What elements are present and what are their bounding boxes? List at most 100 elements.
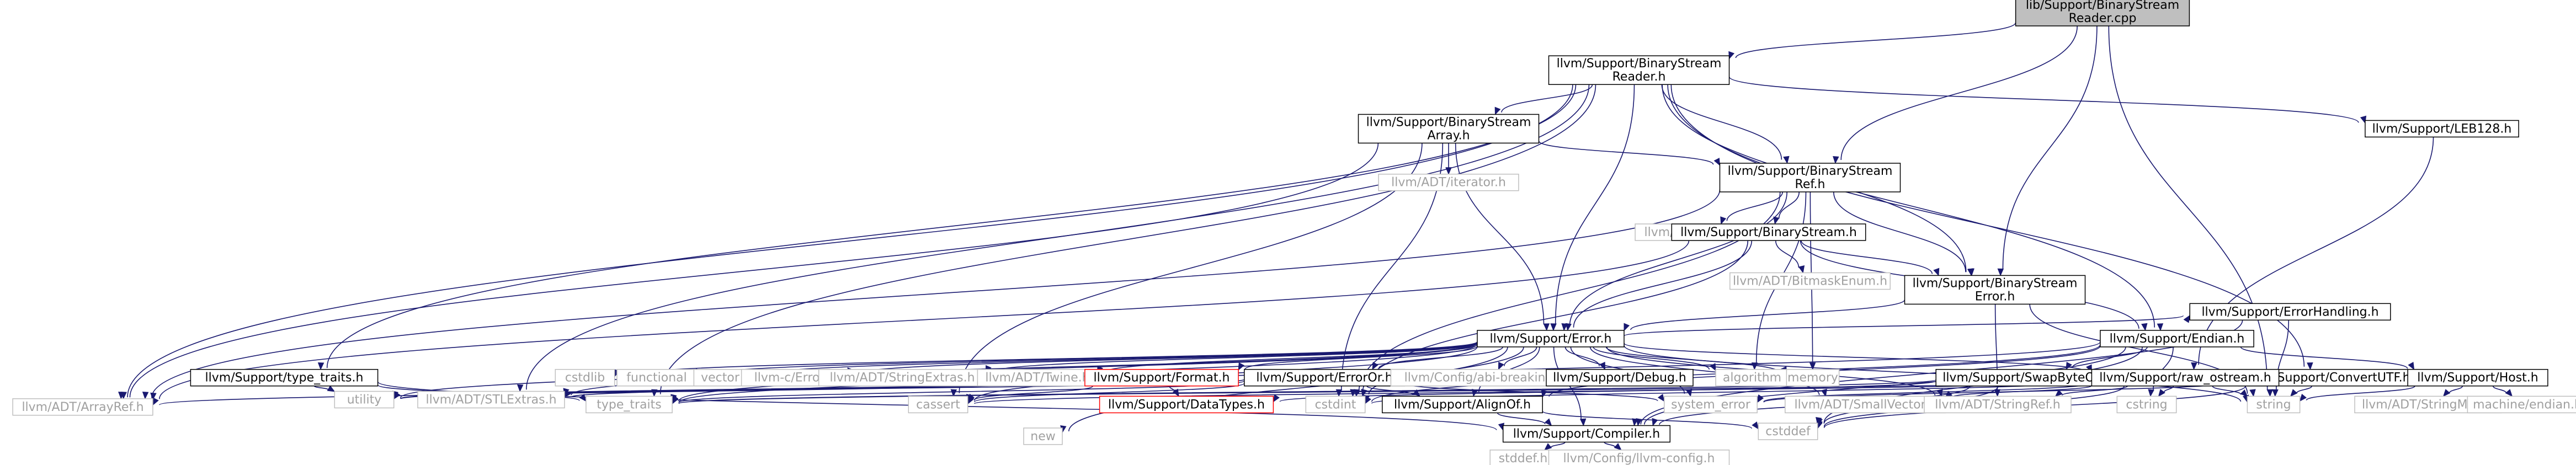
node-label: llvm/Support/ErrorOr.h — [1256, 371, 1392, 385]
edge-bsref-to-opt — [1720, 191, 1783, 225]
node-cstdint: cstdint — [1305, 395, 1366, 414]
node-box — [334, 391, 395, 409]
node-label: cstring — [2126, 398, 2167, 411]
node-new: new — [1023, 427, 1063, 445]
node-datatypes[interactable]: llvm/Support/DataTypes.h — [1099, 395, 1274, 414]
node-box — [1358, 114, 1540, 144]
edge-bsa-to-arrayref — [120, 143, 1379, 400]
node-label: memory — [1787, 371, 1838, 385]
node-label: llvm/Support/raw_ostream.h — [2099, 371, 2271, 385]
node-label: llvm/ADT/BitmaskEnum.h — [1733, 275, 1887, 288]
node-box — [1244, 368, 1405, 387]
node-debug[interactable]: llvm/Support/Debug.h — [1546, 368, 1694, 387]
node-leb[interactable]: llvm/Support/LEB128.h — [2365, 120, 2519, 138]
node-box — [1477, 330, 1625, 348]
node-box — [1099, 395, 1274, 414]
node-box — [2091, 368, 2280, 387]
node-err[interactable]: llvm/Support/Error.h — [1477, 330, 1625, 348]
node-box — [1023, 427, 1063, 445]
edge-err-to-raw — [1624, 343, 2092, 373]
node-box — [2467, 395, 2576, 414]
node-erroror[interactable]: llvm/Support/ErrorOr.h — [1244, 368, 1405, 387]
node-box — [2365, 120, 2519, 138]
node-label: llvm/Support/DataTypes.h — [1108, 398, 1265, 411]
node-box — [1084, 368, 1239, 387]
node-twine: llvm/ADT/Twine.h — [977, 368, 1098, 387]
edge-root-to-string — [2108, 25, 2274, 397]
node-label: llvm/Support/BinaryStream — [1728, 164, 1893, 178]
node-bme: llvm/ADT/BitmaskEnum.h — [1729, 272, 1891, 290]
node-box — [1904, 275, 2086, 305]
node-label: llvm/ADT/StringRef.h — [1935, 398, 2061, 411]
node-alignof[interactable]: llvm/Support/AlignOf.h — [1382, 395, 1543, 414]
node-label: cstddef — [1765, 425, 1811, 439]
node-label: lib/Support/BinaryStream — [2026, 0, 2179, 12]
node-raw[interactable]: llvm/Support/raw_ostream.h — [2091, 368, 2280, 387]
edge-endian-to-host — [2240, 346, 2415, 370]
node-box — [1758, 423, 1818, 440]
node-eh[interactable]: llvm/Support/ErrorHandling.h — [2189, 303, 2391, 321]
node-label: machine/endian.h — [2473, 398, 2576, 411]
node-label: llvm/Support/Error.h — [1489, 332, 1611, 346]
edge-bsr-to-leb — [1728, 76, 2367, 124]
node-label: Reader.h — [1612, 70, 1666, 84]
edge-bsref-to-bs — [1773, 191, 1800, 225]
node-cstdlib: cstdlib — [555, 368, 615, 387]
edge-bs-to-arrayref — [150, 240, 1690, 400]
node-label: llvm/Support/AlignOf.h — [1394, 398, 1531, 411]
node-label: llvm/Support/type_traits.h — [205, 371, 364, 385]
node-endian[interactable]: llvm/Support/Endian.h — [2100, 330, 2254, 348]
node-box — [1786, 368, 1840, 387]
node-box — [1305, 395, 1366, 414]
edge-bs-to-err — [1565, 240, 1753, 332]
edge-bsref-to-err — [1561, 191, 1787, 332]
node-mendian: machine/endian.h — [2467, 395, 2576, 414]
node-label: utility — [347, 393, 382, 407]
edge-leb-to-raw — [2191, 137, 2434, 370]
node-label: Reader.cpp — [2069, 12, 2137, 25]
edge-root-to-bsr — [1728, 22, 2016, 60]
node-label: vector — [701, 371, 740, 385]
node-algorithm: algorithm — [1715, 368, 1789, 387]
node-label: stddef.h — [1499, 452, 1548, 465]
node-box — [1378, 173, 1519, 191]
edge-bsr-to-err — [1550, 84, 1635, 332]
node-box — [1671, 223, 1866, 241]
edge-bsa-to-iter — [1445, 143, 1452, 175]
node-format[interactable]: llvm/Support/Format.h — [1084, 368, 1239, 387]
edge-root-to-bserr — [1997, 25, 2098, 276]
node-label: llvm/Support/Endian.h — [2110, 332, 2245, 346]
node-box — [1489, 450, 1557, 465]
node-box — [12, 398, 153, 416]
node-label: llvm/Support/Compiler.h — [1513, 427, 1660, 441]
node-compiler[interactable]: llvm/Support/Compiler.h — [1502, 425, 1671, 443]
edge-bsr-to-endian — [1667, 84, 2164, 332]
node-host[interactable]: llvm/Support/Host.h — [2407, 368, 2548, 387]
edge-raw-to-cstring — [2158, 386, 2174, 397]
node-label: llvm/Support/Host.h — [2417, 371, 2538, 385]
edge-err-to-abi — [1498, 346, 1537, 370]
edge-err-to-eh — [1624, 314, 2190, 336]
edge-raw-to-string — [2212, 386, 2248, 397]
edge-bserr-to-err — [1624, 299, 1906, 332]
edge-raw-to-strref — [2055, 385, 2128, 397]
node-box — [1664, 395, 1758, 414]
node-box — [2100, 330, 2254, 348]
node-tt[interactable]: llvm/Support/type_traits.h — [190, 368, 379, 387]
node-box — [1715, 368, 1789, 387]
node-box — [2116, 395, 2177, 414]
node-label: llvm/Config/abi-breaking.h — [1404, 371, 1565, 385]
node-string: string — [2247, 395, 2301, 414]
node-utility: utility — [334, 391, 395, 409]
edge-bsref-to-arrayref — [142, 189, 1721, 400]
node-label: cstdint — [1315, 398, 1356, 411]
node-label: llvm/Support/BinaryStream — [1366, 115, 1531, 129]
node-bs[interactable]: llvm/Support/BinaryStream.h — [1671, 223, 1866, 241]
edge-bsr-to-bsa — [1494, 84, 1593, 115]
